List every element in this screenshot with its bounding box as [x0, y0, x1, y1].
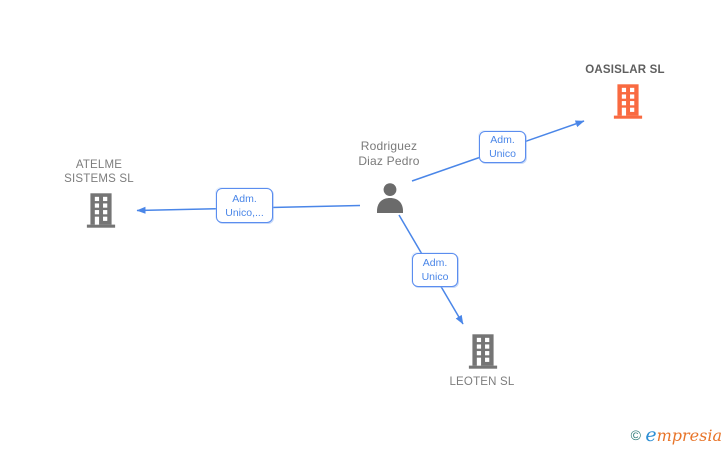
company-label-atelme[interactable]: ATELME SISTEMS SL: [39, 158, 159, 186]
edge-label-line: Unico: [421, 271, 449, 283]
edge-label-line: Unico: [489, 148, 516, 160]
person-node[interactable]: [374, 181, 406, 218]
company-node-oasislar[interactable]: [613, 84, 643, 124]
edge-label-line: Adm.: [490, 134, 515, 146]
person-name-label[interactable]: Rodriguez Diaz Pedro: [329, 139, 449, 169]
company-node-leoten[interactable]: [468, 334, 498, 374]
copyright-symbol: ©: [630, 427, 641, 443]
edge-label-line: Adm.: [232, 192, 257, 205]
brand-initial: e: [645, 424, 657, 446]
building-icon: [86, 193, 116, 233]
company-label-leoten[interactable]: LEOTEN SL: [449, 376, 515, 388]
person-icon: [374, 181, 406, 218]
company-label-atelme-line1: ATELME: [75, 159, 123, 171]
company-node-atelme[interactable]: [86, 193, 116, 233]
empresia-logo[interactable]: © empresia: [631, 424, 722, 446]
person-name-line1: Rodriguez: [360, 139, 418, 153]
edge-label-leoten: Adm. Unico: [412, 253, 458, 287]
edge-label-line: Adm.: [422, 257, 448, 269]
edge-label-line: Unico,...: [225, 206, 264, 219]
person-name-line2: Diaz Pedro: [358, 154, 420, 168]
company-label-oasislar[interactable]: OASISLAR SL: [585, 64, 665, 76]
building-icon: [468, 334, 498, 374]
building-icon: [613, 84, 643, 124]
edge-label-oasislar: Adm. Unico: [479, 131, 526, 163]
company-label-atelme-line2: SISTEMS SL: [64, 173, 134, 185]
brand-text: mpresia: [656, 426, 722, 445]
edge-label-atelme: Adm. Unico,...: [216, 188, 273, 223]
